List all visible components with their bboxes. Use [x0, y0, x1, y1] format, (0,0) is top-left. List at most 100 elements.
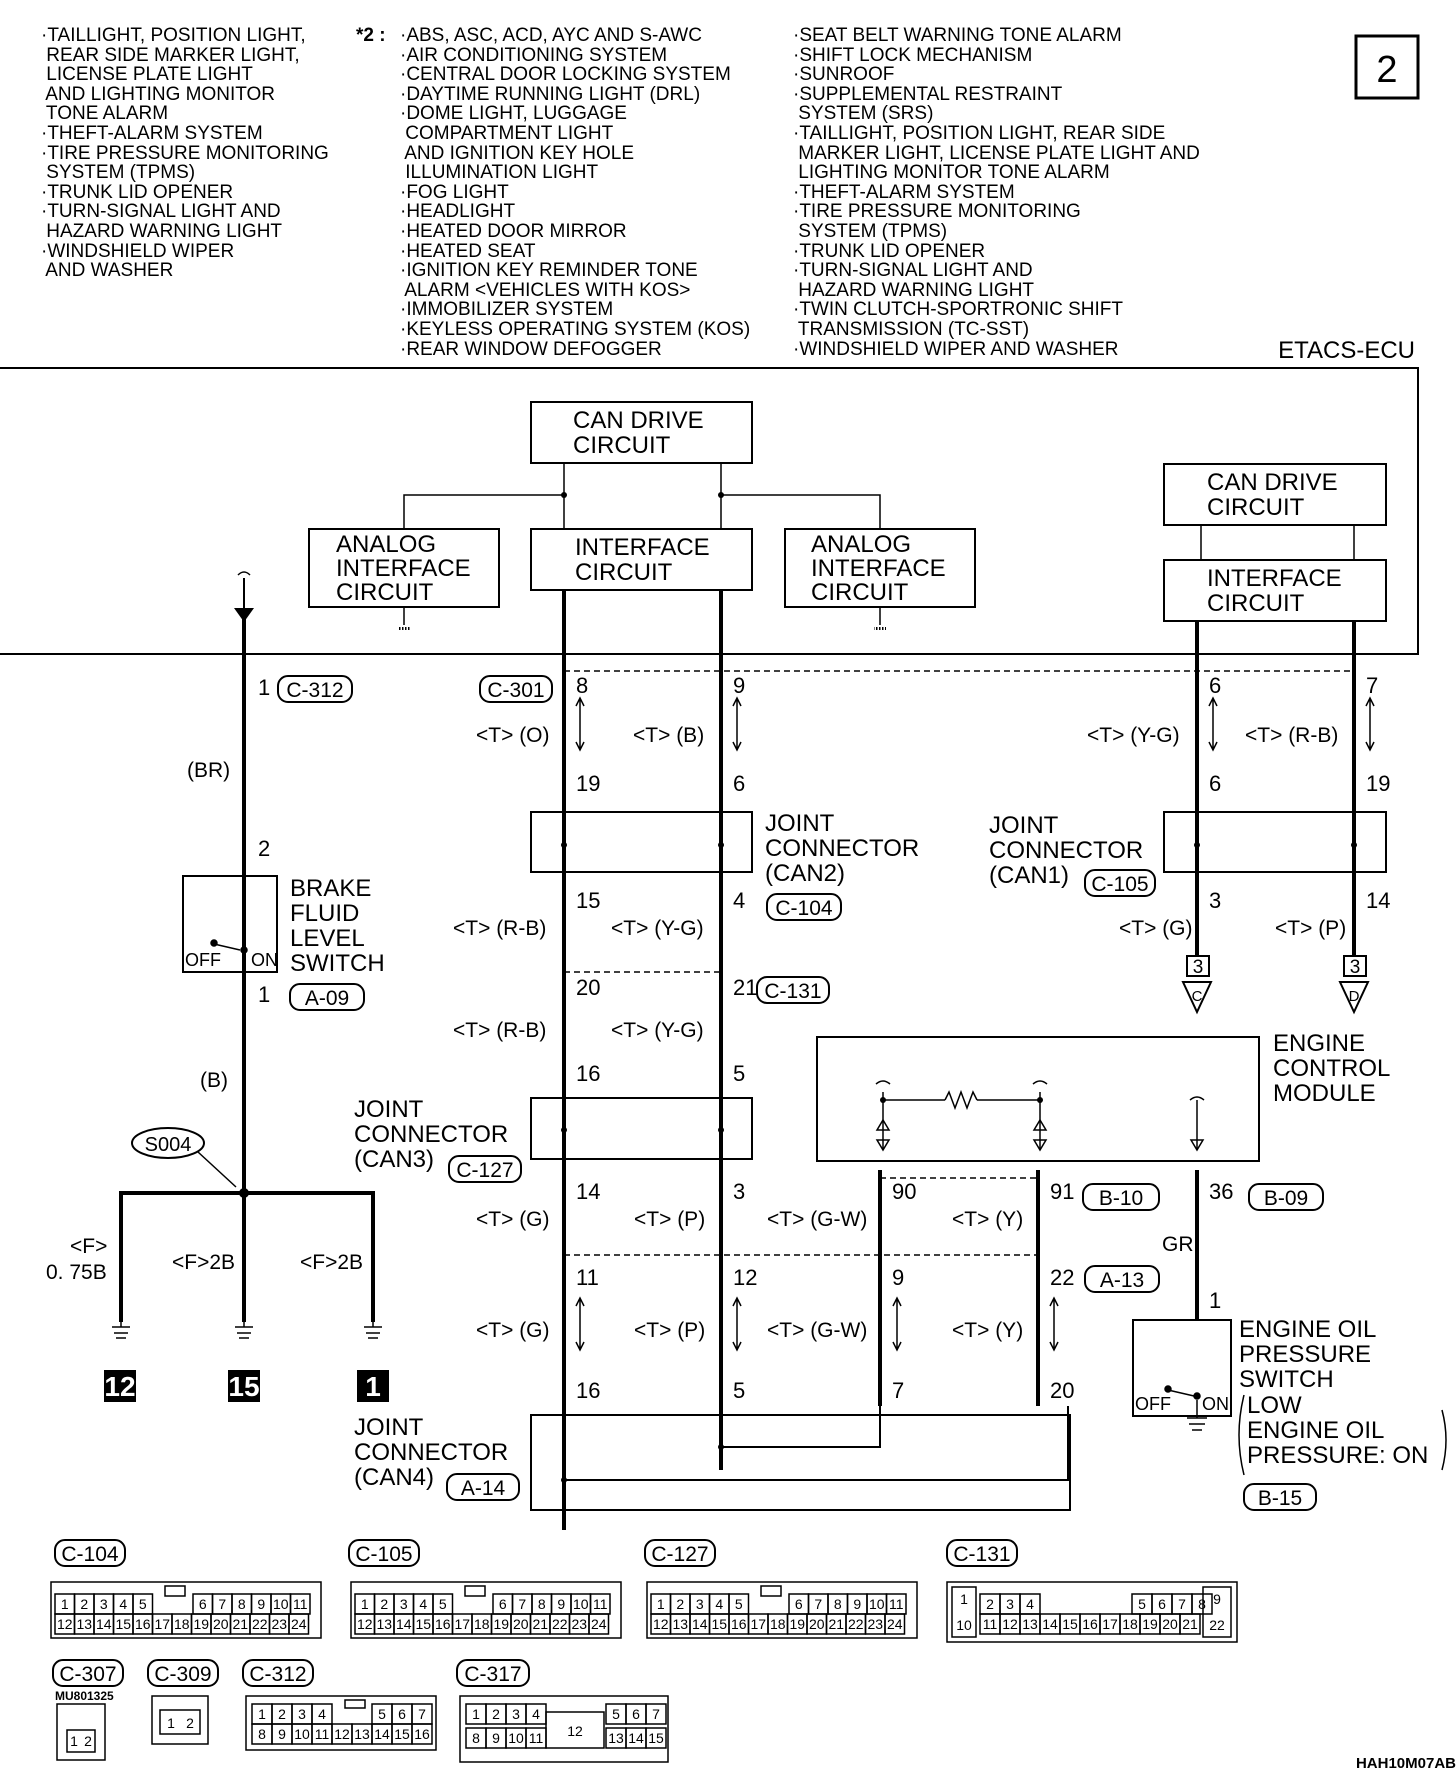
svg-text:4: 4 [733, 888, 745, 913]
can-drive-1-line2: CIRCUIT [573, 432, 671, 459]
svg-text:(CAN4): (CAN4) [354, 1464, 434, 1491]
svg-text:GR: GR [1162, 1233, 1194, 1256]
svg-text:11: 11 [576, 1265, 599, 1290]
svg-text:(CAN3): (CAN3) [354, 1146, 434, 1173]
svg-text:<T> (Y-G): <T> (Y-G) [1087, 724, 1180, 747]
svg-text:22: 22 [1050, 1265, 1074, 1290]
connector-id-badges [277, 675, 1324, 1511]
note-line: ·THEFT-ALARM SYSTEM [793, 181, 1015, 203]
svg-text:MODULE: MODULE [1273, 1080, 1376, 1107]
connector-pin-label: 1 [960, 1591, 968, 1607]
analog-2-line2: INTERFACE [811, 555, 946, 582]
connector-pin-label: 18 [474, 1616, 490, 1632]
svg-text:C-105: C-105 [355, 1543, 412, 1566]
connector-pin-label: 14 [628, 1730, 644, 1746]
connector-pin-label: 20 [513, 1616, 529, 1632]
svg-text:JOINT: JOINT [765, 810, 835, 837]
connector-pin-label: 22 [252, 1616, 268, 1632]
svg-text:C-307: C-307 [59, 1663, 116, 1686]
bidirectional-arrows [575, 696, 1375, 1352]
svg-text:16: 16 [576, 1378, 600, 1403]
connector-pin-label: 3 [512, 1706, 520, 1722]
power-feed-icon [234, 571, 254, 622]
svg-text:<T> (G-W): <T> (G-W) [767, 1208, 867, 1231]
ground-12: 12 [104, 1371, 135, 1402]
note-line: ·THEFT-ALARM SYSTEM [41, 122, 263, 144]
note-marker: *2 : [356, 25, 386, 46]
note-line: ·HEATED DOOR MIRROR [400, 220, 627, 242]
connector-pin-label: 13 [672, 1616, 688, 1632]
connector-pin-label: 6 [1158, 1596, 1166, 1612]
connector-pin-label: 3 [696, 1596, 704, 1612]
note-line: ·REAR WINDOW DEFOGGER [400, 338, 662, 360]
note-line: ·HEADLIGHT [400, 201, 516, 223]
splice-s004 [131, 1127, 205, 1159]
connector-pin-label: 11 [315, 1726, 330, 1742]
svg-text:(B): (B) [200, 1069, 228, 1092]
connector-pin-label: 16 [435, 1616, 451, 1632]
connector-pin-label: 6 [632, 1706, 640, 1722]
connector-pin-label: 17 [154, 1616, 170, 1632]
connector-pin-label: 3 [100, 1596, 108, 1612]
note-line: COMPARTMENT LIGHT [400, 122, 614, 144]
note-line: ·DAYTIME RUNNING LIGHT (DRL) [400, 83, 701, 105]
connector-pin-label: 13 [76, 1616, 92, 1632]
connector-pin-label: 11 [593, 1596, 608, 1612]
svg-text:<T> (P): <T> (P) [1275, 917, 1346, 940]
connector-pin-label: 15 [1062, 1616, 1078, 1632]
svg-text:7: 7 [1366, 673, 1378, 698]
svg-text:SWITCH: SWITCH [290, 950, 385, 977]
svg-text:19: 19 [1366, 771, 1390, 796]
ground-icons [112, 1322, 382, 1339]
svg-text:C-317: C-317 [464, 1663, 521, 1686]
system-notes-col1: ·TAILLIGHT, POSITION LIGHT, REAR SIDE MA… [41, 26, 329, 281]
svg-text:0. 75B: 0. 75B [46, 1261, 107, 1284]
connector-pin-label: 4 [419, 1596, 427, 1612]
svg-text:(CAN1): (CAN1) [989, 862, 1069, 889]
analog-1-line1: ANALOG [336, 531, 436, 558]
connector-pin-label: 3 [1006, 1596, 1014, 1612]
joint-connector-can4 [530, 1414, 1071, 1511]
connector-pin-label: 14 [692, 1616, 708, 1632]
joint-connector-can1 [1163, 811, 1387, 873]
connector-pin-label: 14 [374, 1726, 390, 1742]
svg-text:<F>2B: <F>2B [300, 1251, 363, 1274]
svg-text:SWITCH: SWITCH [1239, 1366, 1334, 1393]
connector-pin-label: 9 [1213, 1591, 1221, 1607]
connector-pin-label: 11 [983, 1616, 998, 1632]
note-line: SYSTEM (TPMS) [793, 220, 948, 242]
note-line: ·TRUNK LID OPENER [41, 181, 234, 203]
offpage-d-num: 3 [1350, 957, 1361, 978]
svg-text:PRESSURE: PRESSURE [1239, 1341, 1371, 1368]
note-line: ·IGNITION KEY REMINDER TONE [400, 260, 698, 282]
note-line: MARKER LIGHT, LICENSE PLATE LIGHT AND [793, 142, 1200, 164]
svg-text:<T> (O): <T> (O) [476, 724, 550, 747]
interface-circuit-2 [1163, 559, 1387, 622]
connector-pin-label: 17 [454, 1616, 470, 1632]
note-line: ·KEYLESS OPERATING SYSTEM (KOS) [400, 318, 751, 340]
connector-pin-label: 9 [853, 1596, 861, 1612]
connector-pin-label: 15 [648, 1730, 664, 1746]
svg-text:C-127: C-127 [651, 1543, 708, 1566]
connector-pin-label: 14 [396, 1616, 412, 1632]
connector-pin-label: 19 [1142, 1616, 1158, 1632]
conn-a14: A-14 [461, 1477, 506, 1500]
svg-text:<F>: <F> [70, 1235, 107, 1258]
svg-text:6: 6 [733, 771, 745, 796]
connector-pin-label: 4 [1026, 1596, 1034, 1612]
svg-text:3: 3 [1209, 888, 1221, 913]
note-line: LICENSE PLATE LIGHT [41, 64, 253, 86]
interface-1-line1: INTERFACE [575, 534, 710, 561]
connector-pin-label: 9 [492, 1730, 500, 1746]
connector-pin-label: 24 [887, 1616, 903, 1632]
ground-id-badges [104, 1370, 389, 1402]
connector-pin-label: 1 [258, 1706, 266, 1722]
splice-label: S004 [145, 1134, 192, 1156]
connector-pin-label: 2 [986, 1596, 994, 1612]
note-line: ·AIR CONDITIONING SYSTEM [400, 44, 668, 66]
svg-text:<T> (G): <T> (G) [476, 1319, 550, 1342]
svg-text:<T> (G-W): <T> (G-W) [767, 1319, 867, 1342]
connector-pin-label: 13 [354, 1726, 370, 1742]
connector-pin-label: 16 [731, 1616, 747, 1632]
connector-pin-label: 11 [529, 1730, 544, 1746]
